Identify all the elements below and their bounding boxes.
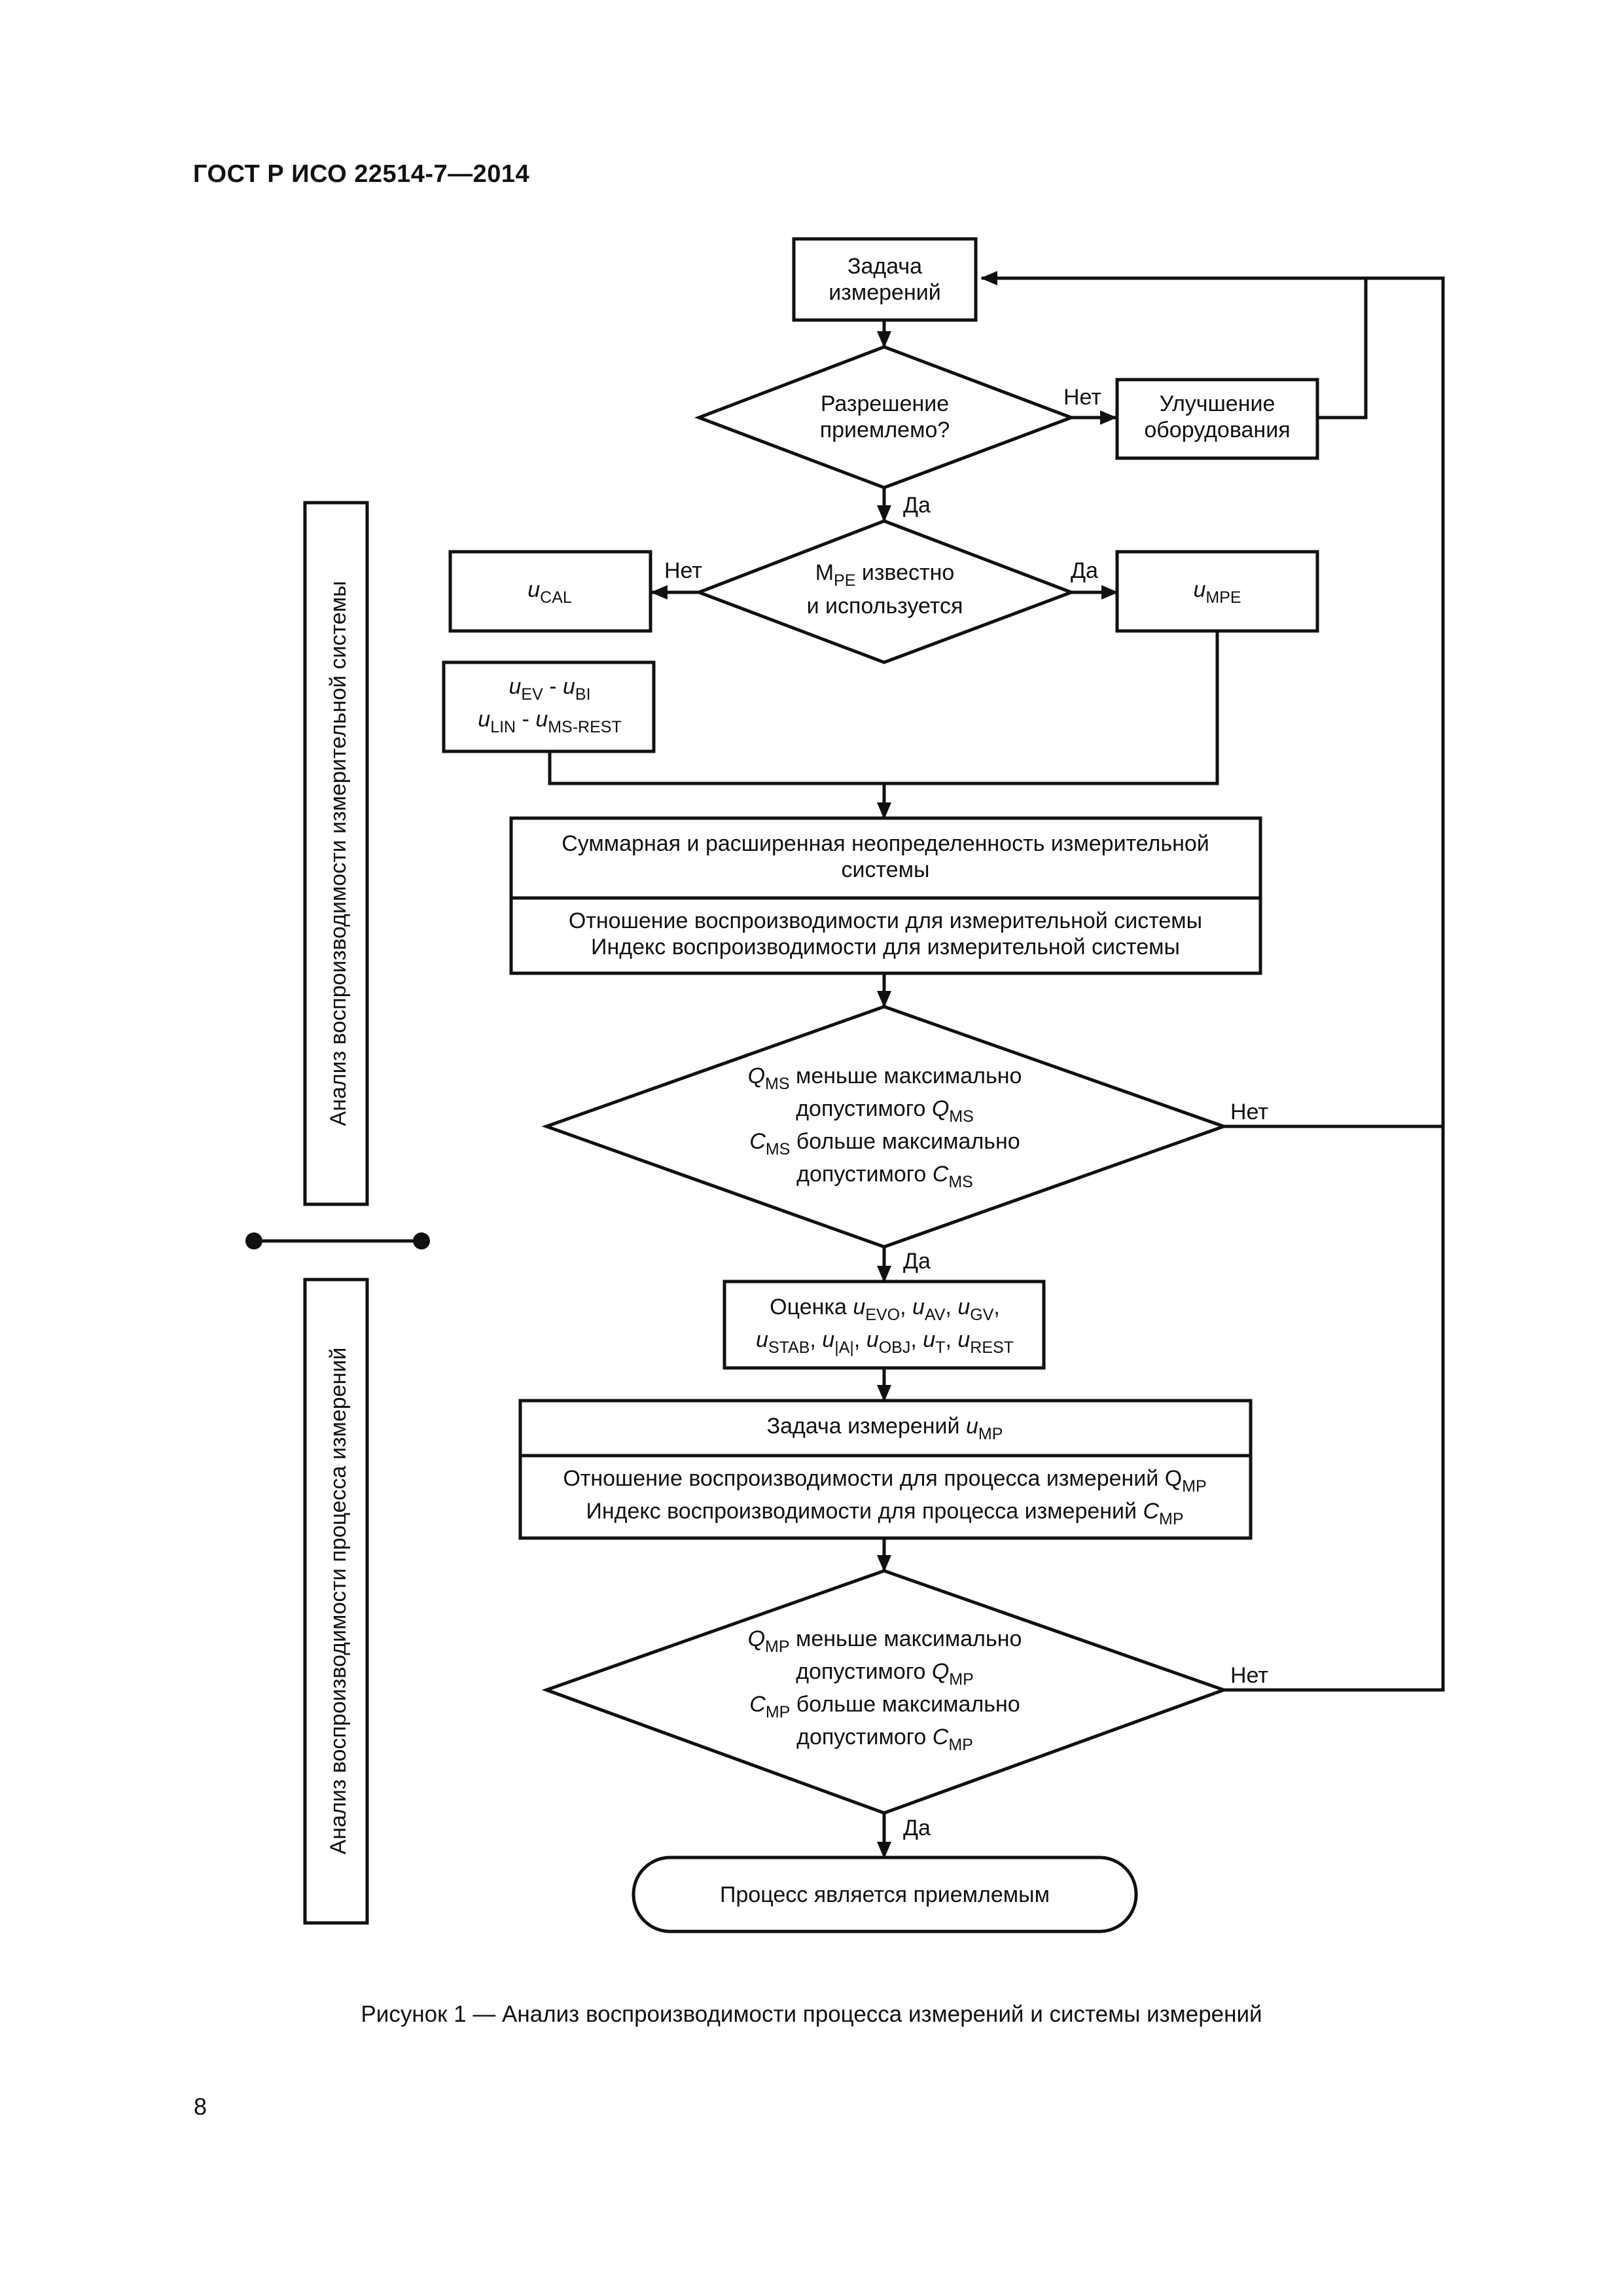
estimate-box (722, 1280, 1046, 1370)
resolution-yes-label: Да (903, 493, 931, 518)
mpe-yes-label: Да (1071, 558, 1098, 583)
resolution-decision (694, 345, 1077, 490)
u-mpe-text: uMPE (1193, 577, 1241, 607)
mpe-text-line2: и используется (807, 594, 963, 619)
resolution-text-line2: приемлемо? (820, 418, 950, 442)
mp-decision-line4: допустимого CMP (796, 1725, 973, 1754)
u-components-box (442, 660, 656, 753)
line-mp-decision-no (1224, 1126, 1445, 1692)
process-analysis-frame (303, 1278, 369, 1925)
improvement-text-line2: оборудования (1144, 418, 1290, 442)
ms-decision-no-label: Нет (1230, 1100, 1268, 1124)
mpe-text-line1: MPE известно (815, 560, 955, 590)
system-analysis-label: Анализ воспроизводимости измерительной с… (326, 581, 351, 1126)
mp-decision-line2: допустимого QMP (796, 1659, 974, 1689)
mpe-no-label: Нет (664, 558, 702, 583)
task-box (792, 237, 978, 322)
ms-uncertainty-line2: системы (842, 857, 930, 882)
terminal-text: Процесс является приемлемым (720, 1882, 1050, 1907)
task-text-line2: измерений (829, 280, 940, 305)
mp-decision-line3: CMP больше максимально (749, 1692, 1020, 1721)
mp-decision-no-label: Нет (1230, 1663, 1268, 1688)
equipment-improvement-box (1115, 378, 1319, 460)
page-number: 8 (194, 2093, 207, 2120)
mp-decision-line1: QMP меньше максимально (748, 1626, 1022, 1656)
estimate-row1: Оценка uEVO, uAV, uGV, (770, 1295, 1000, 1324)
u-components-row2: uLIN - uMS-REST (478, 707, 621, 736)
u-mpe-box (1115, 550, 1319, 633)
ms-decision (541, 1005, 1229, 1249)
mp-decision (541, 1569, 1229, 1815)
improvement-text-line1: Улучшение (1160, 391, 1275, 416)
document-header: ГОСТ Р ИСО 22514-7—2014 (193, 160, 530, 188)
resolution-no-label: Нет (1063, 385, 1101, 410)
mp-index-line: Индекс воспроизводимости для процесса из… (586, 1499, 1183, 1528)
mp-ratio-line: Отношение воспроизводимости для процесса… (563, 1466, 1206, 1496)
u-cal-text: uCAL (527, 577, 572, 607)
arrow-feedback-to-task (980, 271, 1445, 1126)
ms-decision-line3: CMS больше максимально (749, 1129, 1020, 1158)
mp-decision-yes-label: Да (903, 1816, 931, 1840)
u-cal-box (448, 550, 652, 633)
separator-dot-left (245, 1232, 262, 1249)
ms-decision-line1: QMS меньше максимально (748, 1064, 1022, 1093)
ms-uncertainty-line1: Суммарная и расширенная неопределенность… (562, 831, 1209, 856)
process-analysis-label: Анализ воспроизводимости процесса измере… (326, 1348, 351, 1855)
ms-decision-yes-label: Да (903, 1249, 931, 1274)
figure-caption: Рисунок 1 — Анализ воспроизводимости про… (361, 2001, 1262, 2027)
resolution-text-line1: Разрешение (821, 391, 949, 416)
terminal-node (632, 1856, 1138, 1933)
ms-decision-line2: допустимого QMS (796, 1096, 974, 1126)
mpe-decision (694, 519, 1077, 664)
ms-index-line: Индекс воспроизводимости для измерительн… (591, 935, 1180, 960)
u-components-row1: uEV - uBI (508, 674, 590, 704)
task-text-line1: Задача (847, 254, 922, 279)
separator-dot-right (413, 1232, 430, 1249)
system-analysis-frame (303, 501, 369, 1206)
line-improvement-feedback (1317, 278, 1368, 420)
estimate-row2: uSTAB, u|A|, uOBJ, uT, uREST (756, 1327, 1014, 1357)
ms-ratio-line: Отношение воспроизводимости для измерите… (569, 908, 1202, 933)
ms-decision-line4: допустимого CMS (796, 1162, 973, 1191)
ms-uncertainty-box (509, 816, 1262, 975)
mp-task-line: Задача измерений uMP (767, 1414, 1003, 1443)
mp-box (518, 1399, 1253, 1540)
